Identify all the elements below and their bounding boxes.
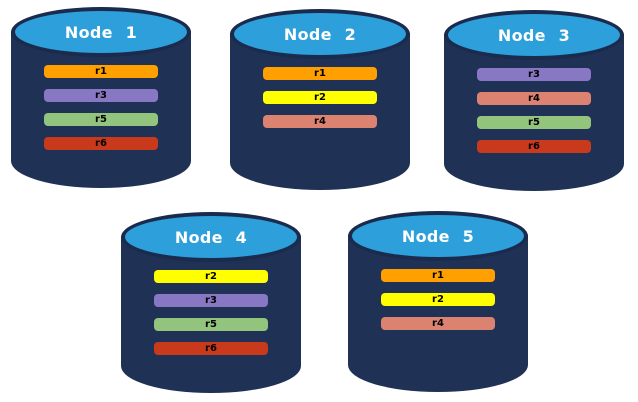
node-2-cylinder: Node 2 r1 r2 r4: [230, 9, 410, 190]
node-title: Node 3: [497, 25, 571, 45]
node-3-cylinder: Node 3 r3 r4 r5 r6: [444, 10, 624, 191]
node-title: Node 1: [64, 22, 138, 42]
replica-list: r3 r4 r5 r6: [477, 68, 591, 164]
replica-bar: r5: [477, 116, 591, 129]
node-title: Node 4: [174, 227, 248, 247]
replica-list: r2 r3 r5 r6: [154, 270, 268, 366]
replica-bar: r1: [381, 269, 495, 282]
replica-bar: r3: [154, 294, 268, 307]
replica-bar: r4: [381, 317, 495, 330]
replica-list: r1 r2 r4: [381, 269, 495, 341]
replica-list: r1 r2 r4: [263, 67, 377, 139]
replica-bar: r3: [477, 68, 591, 81]
cylinder-top: Node 3: [444, 10, 624, 60]
cylinder-top: Node 1: [11, 7, 191, 57]
cylinder-body: [348, 235, 528, 392]
replica-bar: r5: [44, 113, 158, 126]
replica-bar: r6: [477, 140, 591, 153]
replica-bar: r6: [154, 342, 268, 355]
replica-bar: r3: [44, 89, 158, 102]
node-5-cylinder: Node 5 r1 r2 r4: [348, 211, 528, 392]
replica-list: r1 r3 r5 r6: [44, 65, 158, 161]
cylinder-body: [444, 34, 624, 191]
replica-bar: r4: [263, 115, 377, 128]
cylinder-body: [230, 33, 410, 190]
cylinder-top: Node 5: [348, 211, 528, 261]
node-4-cylinder: Node 4 r2 r3 r5 r6: [121, 212, 301, 393]
cylinder-body: [121, 236, 301, 393]
replica-bar: r2: [381, 293, 495, 306]
node-title: Node 5: [401, 226, 475, 246]
cylinder-top: Node 4: [121, 212, 301, 262]
node-title: Node 2: [283, 24, 357, 44]
node-1-cylinder: Node 1 r1 r3 r5 r6: [11, 7, 191, 188]
replica-bar: r1: [44, 65, 158, 78]
replica-bar: r4: [477, 92, 591, 105]
replica-bar: r5: [154, 318, 268, 331]
replica-bar: r6: [44, 137, 158, 150]
cylinder-body: [11, 31, 191, 188]
cylinder-top: Node 2: [230, 9, 410, 59]
replica-bar: r1: [263, 67, 377, 80]
replica-bar: r2: [154, 270, 268, 283]
replica-bar: r2: [263, 91, 377, 104]
